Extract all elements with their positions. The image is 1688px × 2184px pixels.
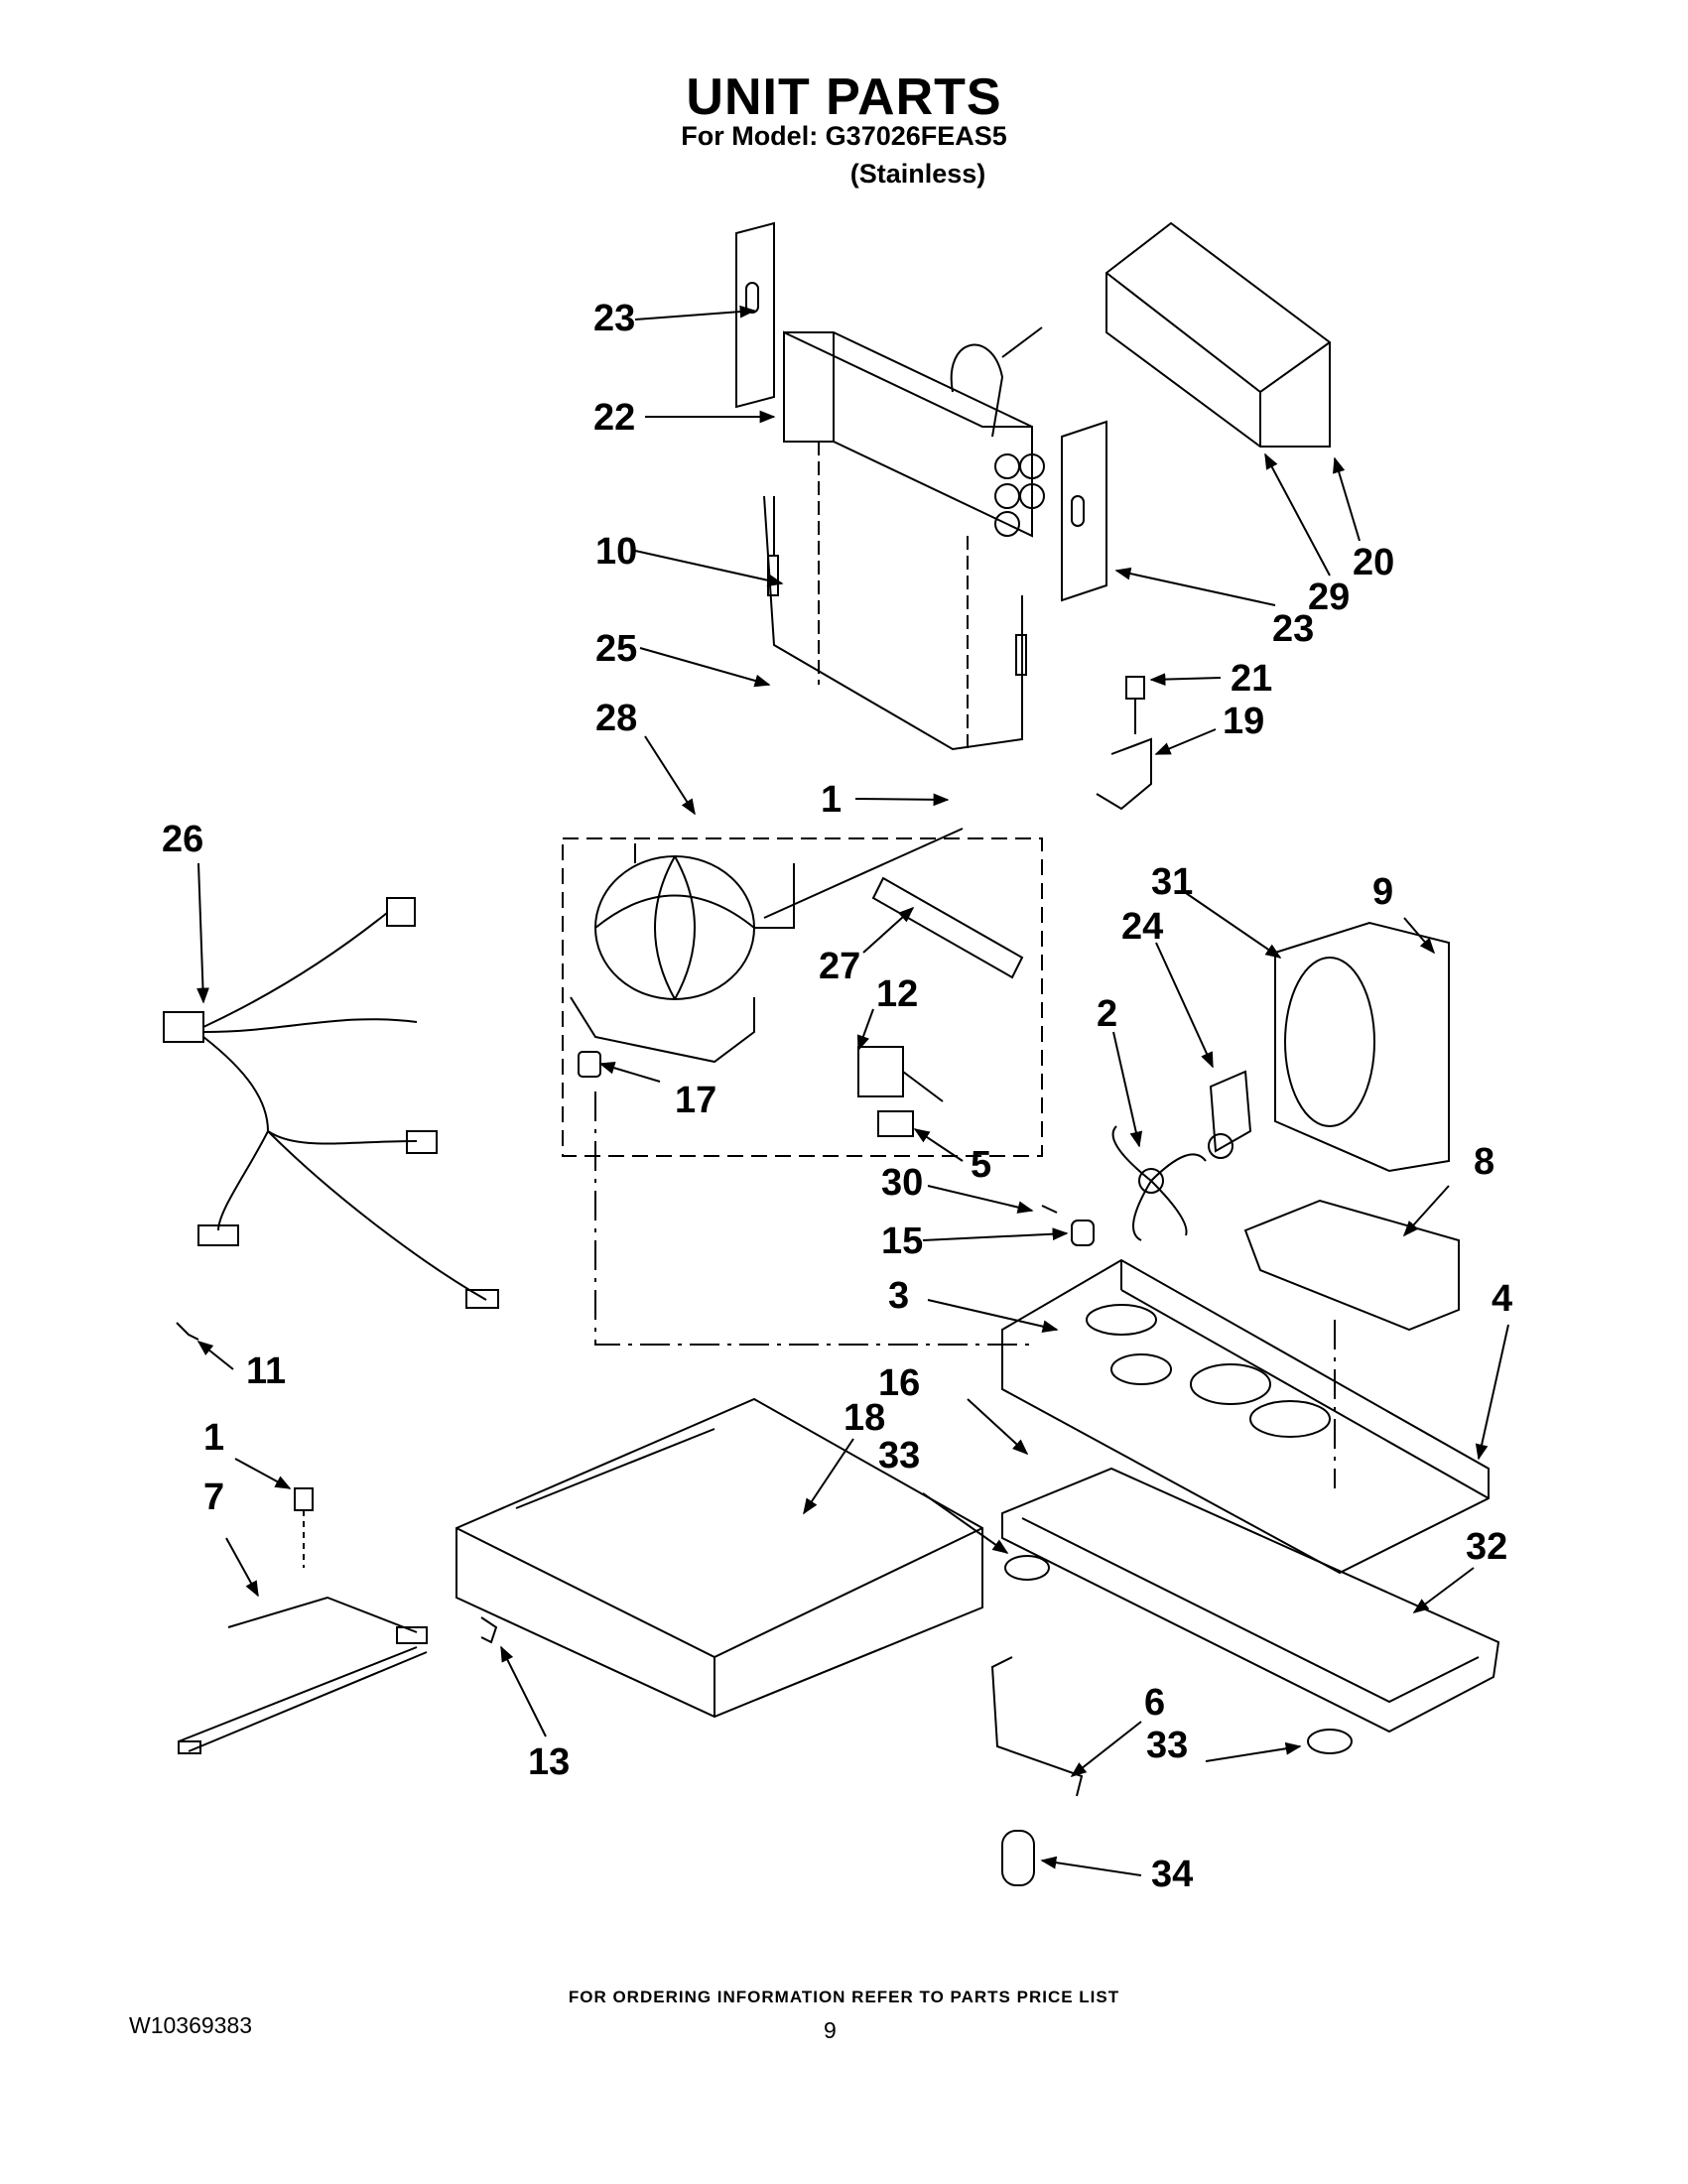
- grommet-part: [578, 1051, 601, 1078]
- page-number: 9: [824, 2017, 837, 2043]
- callout-16: 16: [878, 1362, 921, 1404]
- callout-1-top: 1: [821, 779, 843, 821]
- foot-part-2: [1307, 1729, 1353, 1754]
- compressor-part: [570, 828, 964, 1064]
- callout-20: 20: [1353, 542, 1395, 583]
- callout-18: 18: [844, 1397, 886, 1439]
- evaporator-bracket-right: [1061, 420, 1107, 602]
- callout-15: 15: [881, 1220, 924, 1262]
- damper-part: [1041, 1205, 1095, 1246]
- capacitor-part: [1001, 1830, 1035, 1886]
- defrost-heater-part: [763, 442, 1027, 751]
- model-number: For Model: G37026FEAS5: [681, 121, 1007, 151]
- callout-10: 10: [595, 531, 638, 573]
- callout-13: 13: [528, 1741, 571, 1783]
- wire-jumper-part: [176, 1322, 199, 1341]
- callout-32: 32: [1466, 1526, 1508, 1568]
- callout-7: 7: [203, 1477, 225, 1518]
- fan-motor-part: [1208, 1070, 1252, 1159]
- callout-3: 3: [888, 1275, 910, 1317]
- screw-part: [1096, 676, 1152, 811]
- callout-5: 5: [971, 1144, 992, 1186]
- page-title: UNIT PARTS: [686, 68, 1002, 126]
- callout-33-top: 33: [878, 1435, 921, 1477]
- compressor-assembly-box: [562, 837, 1043, 1157]
- callout-8: 8: [1474, 1141, 1495, 1183]
- callout-28: 28: [595, 698, 638, 739]
- fan-shroud-part: [1274, 921, 1450, 1173]
- evaporator-part: [783, 326, 1045, 538]
- callout-31: 31: [1151, 861, 1194, 903]
- callout-19: 19: [1223, 701, 1265, 742]
- drier-part: [871, 876, 1024, 979]
- assembly-guide-line: [594, 1092, 1032, 1346]
- callout-9: 9: [1372, 871, 1394, 913]
- callout-26: 26: [162, 819, 204, 860]
- clip-part: [990, 1656, 1084, 1797]
- callout-12: 12: [876, 973, 919, 1015]
- callout-27: 27: [819, 946, 861, 987]
- fan-blade-part: [1111, 1125, 1207, 1241]
- callout-23-right: 23: [1272, 608, 1315, 650]
- callout-29: 29: [1308, 577, 1351, 618]
- callout-33-bottom: 33: [1146, 1725, 1189, 1766]
- callout-25: 25: [595, 628, 638, 670]
- callout-30: 30: [881, 1162, 924, 1204]
- cover-panel-part: [1105, 221, 1331, 448]
- callout-6: 6: [1144, 1682, 1166, 1724]
- callout-11: 11: [246, 1350, 287, 1392]
- callout-21: 21: [1231, 658, 1273, 700]
- mounting-plate-part: [1001, 1258, 1490, 1575]
- drain-pan-part: [1001, 1467, 1500, 1734]
- ground-wire-part: [178, 1487, 428, 1754]
- callout-1-left: 1: [203, 1417, 225, 1459]
- bracket-part: [1243, 1199, 1460, 1332]
- callout-34: 34: [1151, 1854, 1194, 1895]
- callout-2: 2: [1097, 993, 1118, 1035]
- callout-4: 4: [1492, 1278, 1513, 1320]
- callout-23-top: 23: [593, 298, 636, 339]
- relay-part: [857, 1046, 944, 1137]
- document-number: W10369383: [129, 2012, 253, 2038]
- condenser-part: [455, 1397, 983, 1719]
- callout-24: 24: [1121, 906, 1164, 948]
- callout-17: 17: [675, 1080, 717, 1121]
- ordering-note: FOR ORDERING INFORMATION REFER TO PARTS …: [568, 1988, 1120, 2006]
- finish-label: (Stainless): [849, 159, 986, 189]
- clamp-part: [480, 1616, 498, 1644]
- callout-22: 22: [593, 397, 636, 439]
- evaporator-bracket-left: [735, 221, 775, 409]
- foot-part-1: [1004, 1555, 1050, 1581]
- wiring-harness-part: [163, 897, 499, 1309]
